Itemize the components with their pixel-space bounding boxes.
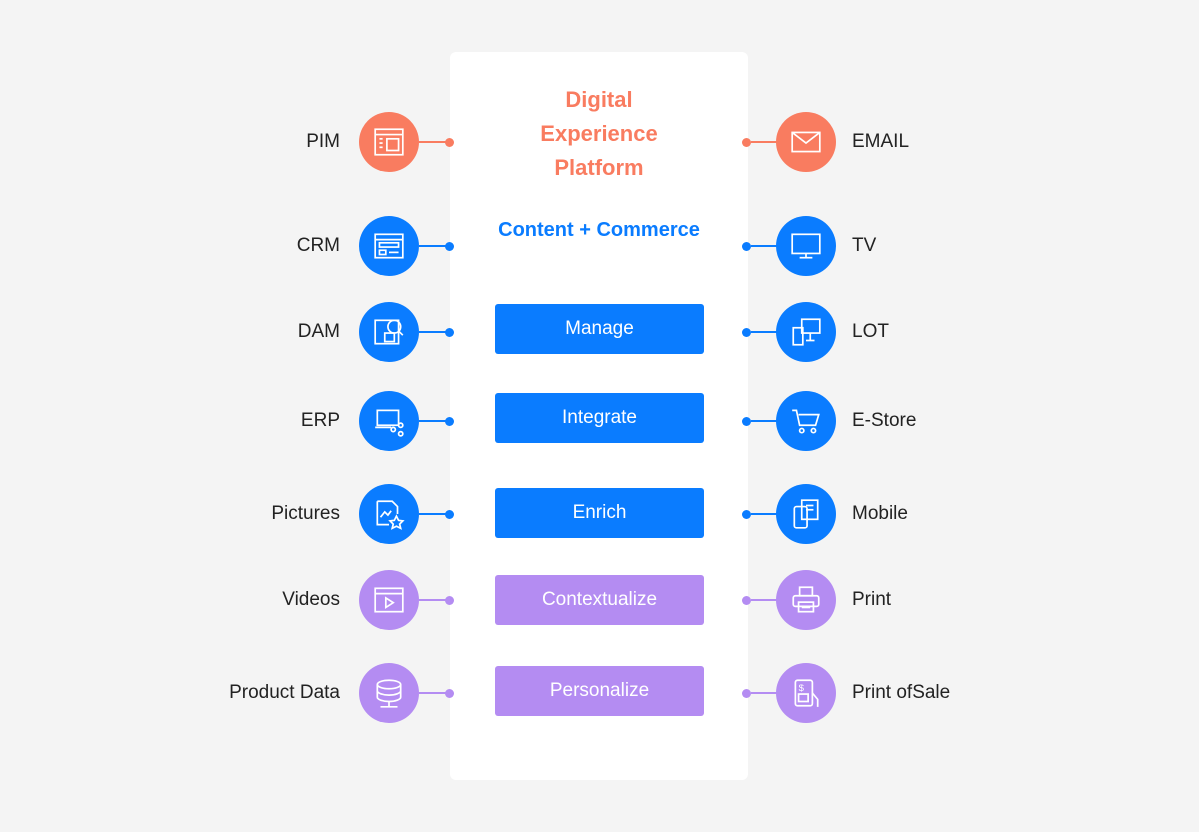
connector-dot bbox=[742, 137, 751, 147]
source-node-pim[interactable] bbox=[359, 112, 419, 172]
channel-node-tv[interactable] bbox=[776, 216, 836, 276]
connector-line bbox=[419, 331, 449, 333]
channel-label: Print bbox=[852, 589, 892, 610]
cart-icon bbox=[792, 409, 820, 434]
source-node-dam[interactable] bbox=[359, 302, 419, 362]
source-label: Pictures bbox=[271, 503, 340, 524]
connector-dot bbox=[445, 416, 454, 426]
channel-node-print[interactable] bbox=[776, 570, 836, 630]
source-node-videos[interactable] bbox=[359, 570, 419, 630]
image-star-icon bbox=[376, 500, 405, 530]
asset-search-icon bbox=[374, 319, 404, 345]
envelope-icon bbox=[791, 131, 821, 153]
step-enrich[interactable]: Enrich bbox=[495, 488, 704, 538]
connector-dot bbox=[445, 509, 454, 519]
source-label: PIM bbox=[306, 131, 340, 152]
source-node-product-data[interactable] bbox=[359, 663, 419, 723]
step-manage[interactable]: Manage bbox=[495, 304, 704, 354]
connector-dot bbox=[742, 688, 751, 698]
connector-dot bbox=[445, 137, 454, 147]
channel-node-e-store[interactable] bbox=[776, 391, 836, 451]
source-node-erp[interactable] bbox=[359, 391, 419, 451]
connector-line bbox=[419, 599, 449, 601]
connector-line bbox=[751, 513, 781, 515]
source-label: CRM bbox=[296, 235, 340, 256]
platform-title: Digital Experience Platform bbox=[540, 87, 658, 180]
connector-dot bbox=[742, 416, 751, 426]
connector-dot bbox=[445, 688, 454, 698]
connector-line bbox=[419, 141, 449, 143]
channel-label: Print ofSale bbox=[852, 682, 951, 703]
connector-line bbox=[751, 599, 781, 601]
connector-dot bbox=[742, 595, 751, 605]
source-node-pictures[interactable] bbox=[359, 484, 419, 544]
channel-node-mobile[interactable] bbox=[776, 484, 836, 544]
source-label: Videos bbox=[282, 589, 340, 610]
channel-label: EMAIL bbox=[852, 131, 910, 152]
video-play-icon bbox=[374, 587, 404, 613]
channel-node-lot[interactable] bbox=[776, 302, 836, 362]
step-contextualize[interactable]: Contextualize bbox=[495, 575, 704, 625]
connector-line bbox=[751, 245, 781, 247]
mobile-icon bbox=[793, 499, 819, 529]
connector-dot bbox=[742, 509, 751, 519]
step-personalize[interactable]: Personalize bbox=[495, 666, 704, 716]
form-icon bbox=[374, 233, 404, 259]
connector-line bbox=[419, 245, 449, 247]
channel-label: LOT bbox=[852, 321, 889, 342]
connector-line bbox=[419, 692, 449, 694]
channel-label: Mobile bbox=[852, 503, 908, 524]
printer-icon bbox=[792, 586, 820, 613]
svg-text:$: $ bbox=[799, 683, 805, 694]
step-integrate[interactable]: Integrate bbox=[495, 393, 704, 443]
source-label: Product Data bbox=[229, 682, 340, 703]
platform-subtitle: Content + Commerce bbox=[498, 219, 700, 241]
laptop-share-icon bbox=[375, 409, 404, 437]
connector-line bbox=[751, 331, 781, 333]
connector-dot bbox=[742, 241, 751, 251]
channel-label: TV bbox=[852, 235, 877, 256]
connector-line bbox=[419, 513, 449, 515]
devices-icon bbox=[792, 318, 821, 346]
connector-dot bbox=[742, 327, 751, 337]
source-label: DAM bbox=[297, 321, 340, 342]
database-icon bbox=[376, 679, 402, 708]
pos-receipt-icon: $ bbox=[794, 679, 819, 707]
monitor-icon bbox=[791, 233, 821, 259]
connector-dot bbox=[445, 241, 454, 251]
source-node-crm[interactable] bbox=[359, 216, 419, 276]
channel-node-email[interactable] bbox=[776, 112, 836, 172]
layout-icon bbox=[374, 128, 404, 156]
connector-line bbox=[751, 692, 781, 694]
source-label: ERP bbox=[300, 410, 340, 431]
connector-line bbox=[751, 141, 781, 143]
channel-node-print-ofsale[interactable]: $ bbox=[776, 663, 836, 723]
connector-line bbox=[751, 420, 781, 422]
connector-line bbox=[419, 420, 449, 422]
connector-dot bbox=[445, 327, 454, 337]
channel-label: E-Store bbox=[852, 410, 917, 431]
connector-dot bbox=[445, 595, 454, 605]
